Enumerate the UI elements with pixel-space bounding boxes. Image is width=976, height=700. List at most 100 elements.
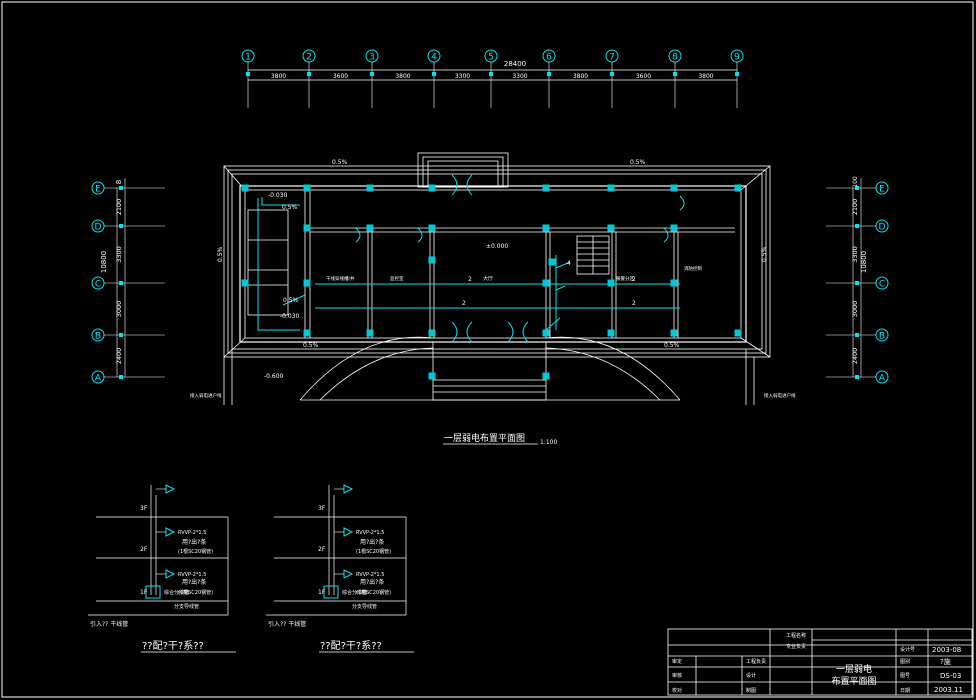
column bbox=[734, 329, 742, 337]
span-dimension: 2400 bbox=[851, 348, 859, 365]
dim-tick bbox=[855, 375, 859, 379]
span-dimension: 3300 bbox=[512, 73, 527, 80]
total-dimension: 28400 bbox=[504, 60, 526, 68]
tb-field: 工程名称 bbox=[786, 632, 806, 639]
dim-tick bbox=[119, 186, 123, 190]
elevation-label: -0.030 bbox=[268, 192, 288, 199]
axis-label: 4 bbox=[431, 53, 437, 63]
outlet-symbol bbox=[343, 527, 354, 537]
feed-label: 分支导线管 bbox=[174, 603, 199, 610]
dim-tick bbox=[610, 72, 614, 76]
column bbox=[607, 279, 615, 287]
tb-value: 2003-08 bbox=[932, 646, 961, 654]
dim-tick bbox=[119, 281, 123, 285]
span-dimension: 3800 bbox=[271, 73, 286, 80]
dim-tick bbox=[119, 224, 123, 228]
feed-label: 分支导线管 bbox=[352, 603, 377, 610]
span-dimension: 2100 bbox=[851, 199, 859, 216]
axis-label: D bbox=[879, 223, 886, 233]
floor-label: 3F bbox=[318, 505, 326, 512]
elevation-label: ±0.000 bbox=[486, 243, 508, 250]
room-label: 监控室 bbox=[390, 275, 404, 282]
dim-tick bbox=[307, 72, 311, 76]
span-dimension: 3000 bbox=[115, 301, 123, 318]
row-total-right: 10800 bbox=[860, 251, 868, 273]
distribution-box bbox=[145, 585, 161, 599]
cable-spec: (1根SC20钢管) bbox=[178, 548, 213, 555]
slope-label: 0.5% bbox=[283, 297, 299, 304]
cable-spec: 用?出?条 bbox=[182, 578, 206, 586]
axis-label: A bbox=[879, 374, 886, 384]
tb-field: 审定 bbox=[672, 658, 682, 665]
dim-tick bbox=[489, 72, 493, 76]
wire-count: 2 bbox=[468, 276, 472, 283]
system-title: ??配?干?系?? bbox=[320, 640, 382, 652]
structural-columns bbox=[241, 184, 742, 380]
axis-label: 5 bbox=[488, 53, 494, 63]
row-top-small-right: 100 bbox=[852, 176, 859, 188]
tb-drawing-name-2: 布置平面图 bbox=[831, 675, 876, 687]
outlet-symbol bbox=[165, 569, 176, 579]
dim-tick bbox=[119, 375, 123, 379]
axis-label: 7 bbox=[609, 53, 615, 63]
axis-label: 6 bbox=[546, 53, 552, 63]
elevation-label: -0.600 bbox=[264, 373, 284, 380]
column bbox=[303, 184, 311, 192]
device-label: 综合分线箱 bbox=[164, 589, 189, 596]
cable-spec: 用?出?条 bbox=[360, 538, 384, 546]
dim-tick bbox=[855, 186, 859, 190]
tb-value: ?施 bbox=[940, 657, 951, 666]
bottom-label: 引入?? 干线管 bbox=[268, 620, 306, 628]
distribution-box bbox=[323, 585, 339, 599]
room-label: 干线穿线槽/井 bbox=[326, 275, 355, 282]
title-block-text: 审定 审核 校对 工程负责 工程名称 专业负责 设计 制图 设计号 图别 图号 … bbox=[672, 632, 915, 694]
slope-label: 0.5% bbox=[303, 342, 319, 349]
elevation-label: -0.030 bbox=[280, 313, 300, 320]
plan-labels: 0.5% 0.5% 0.5% 0.5% 0.5% 0.5% 0.5% 0.5% … bbox=[190, 159, 796, 399]
span-dimension: 3600 bbox=[333, 73, 348, 80]
axis-label: B bbox=[95, 332, 101, 342]
column bbox=[670, 224, 678, 232]
span-dimension: 2400 bbox=[115, 348, 123, 365]
dim-tick bbox=[246, 72, 250, 76]
column bbox=[542, 279, 550, 287]
column bbox=[241, 184, 249, 192]
span-dimension: 3800 bbox=[698, 73, 713, 80]
column bbox=[428, 256, 436, 264]
axis-label: A bbox=[95, 374, 102, 384]
cable-spec: RVVP-2*1.5 bbox=[178, 530, 206, 536]
floor-label: 3F bbox=[140, 505, 148, 512]
slope-label: 0.5% bbox=[761, 246, 768, 262]
axis-label: D bbox=[95, 223, 102, 233]
tb-field: 制图 bbox=[746, 687, 756, 694]
row-top-small: 8 bbox=[115, 180, 123, 184]
column bbox=[428, 224, 436, 232]
tb-field: 图别 bbox=[900, 658, 910, 665]
system-diagram-2: 3F2F1FRVVP-2*1.5用?出?条(1根SC20钢管)RVVP-2*1.… bbox=[266, 484, 414, 653]
tb-value: 2003.11 bbox=[934, 686, 963, 694]
dim-tick bbox=[735, 72, 739, 76]
span-dimension: 3300 bbox=[455, 73, 470, 80]
floor-label: 2F bbox=[140, 546, 148, 553]
column bbox=[607, 329, 615, 337]
column bbox=[366, 329, 374, 337]
floor-label: 1F bbox=[140, 589, 148, 596]
axis-label: E bbox=[95, 185, 101, 195]
span-dimension: 3800 bbox=[573, 73, 588, 80]
room-label: 大厅 bbox=[483, 275, 493, 282]
wire-count: 2 bbox=[462, 300, 466, 307]
slope-label: 0.5% bbox=[332, 159, 348, 166]
column bbox=[303, 329, 311, 337]
dim-tick bbox=[370, 72, 374, 76]
dim-tick bbox=[855, 281, 859, 285]
tb-field: 校对 bbox=[672, 687, 682, 694]
column bbox=[542, 224, 550, 232]
slope-label: 0.5% bbox=[282, 204, 298, 211]
column bbox=[548, 258, 556, 266]
plan-title: 一层弱电布置平面图 bbox=[444, 432, 525, 444]
tb-field: 审核 bbox=[672, 672, 682, 679]
tb-value: DS-03 bbox=[940, 672, 961, 680]
